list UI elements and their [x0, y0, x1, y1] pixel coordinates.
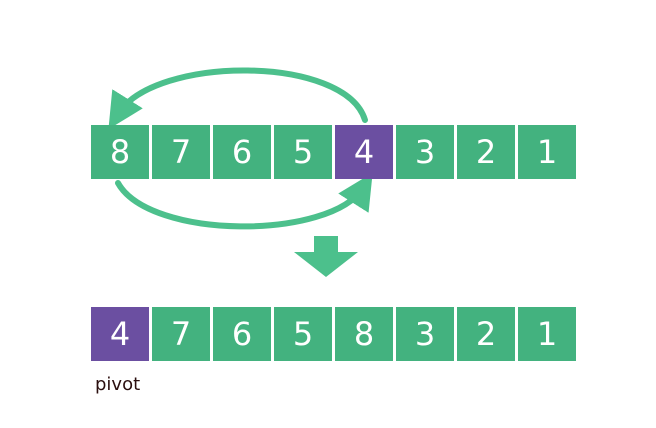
top-cell-2: 6: [213, 125, 271, 179]
top-cell-0: 8: [91, 125, 149, 179]
bottom-cell-5: 3: [396, 307, 454, 361]
top-cell-6: 2: [457, 125, 515, 179]
pivot-label: pivot: [95, 374, 141, 395]
top-cell-7: 1: [518, 125, 576, 179]
arrow-down-icon: [294, 236, 358, 277]
bottom-cell-1: 7: [152, 307, 210, 361]
bottom-cell-7: 1: [518, 307, 576, 361]
bottom-cell-4: 8: [335, 307, 393, 361]
bottom-cell-2: 6: [213, 307, 271, 361]
curved-arrow-right-icon: [115, 172, 373, 230]
top-cell-5: 3: [396, 125, 454, 179]
curved-arrow-left-icon: [108, 67, 368, 130]
bottom-cell-3: 5: [274, 307, 332, 361]
top-cell-4: 4: [335, 125, 393, 179]
top-cell-3: 5: [274, 125, 332, 179]
bottom-cell-6: 2: [457, 307, 515, 361]
top-cell-1: 7: [152, 125, 210, 179]
bottom-cell-0: 4: [91, 307, 149, 361]
